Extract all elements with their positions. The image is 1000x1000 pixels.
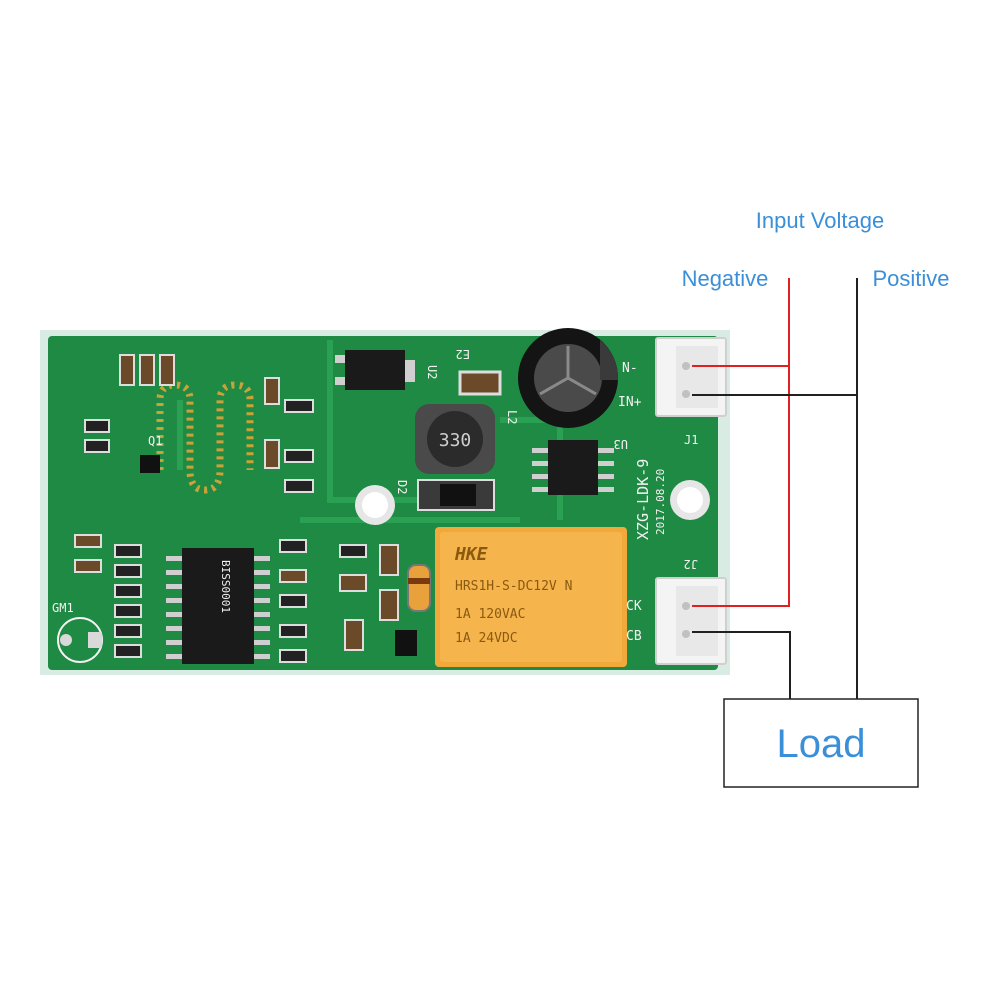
ref-u3: U3 [614, 437, 628, 451]
pir-controller-ic: BISS0001 [166, 548, 270, 664]
ic-u3: U3 [532, 437, 628, 495]
pin-cb-label: CB [626, 629, 642, 644]
ref-u2: U2 [425, 365, 439, 379]
pin-in-label: IN+ [618, 395, 642, 410]
ref-gm1: GM1 [52, 601, 74, 615]
relay-rating-ac: 1A 120VAC [455, 607, 525, 622]
wires [692, 278, 858, 699]
j1-label: J1 [684, 433, 698, 447]
relay-model: HRS1H-S-DC12V N [455, 579, 572, 594]
positive-label: Positive [872, 266, 949, 291]
pin-ck-label: CK [626, 599, 642, 614]
relay: HKE HRS1H-S-DC12V N 1A 120VAC 1A 24VDC [435, 527, 627, 667]
ref-l2: L2 [505, 410, 519, 424]
capacitor-e2: E2 [456, 347, 502, 396]
electrolytic-capacitor [518, 328, 619, 428]
ref-q1: Q1 [148, 434, 162, 448]
pcb-antenna [156, 381, 254, 494]
wire-negative [692, 278, 790, 607]
ref-d2: D2 [395, 480, 409, 494]
diode-small [407, 564, 431, 612]
ic-marking: BISS0001 [219, 560, 232, 613]
regulator-u2: U2 [335, 350, 439, 390]
negative-label: Negative [682, 266, 769, 291]
board-model: XZG-LDK-9 [634, 459, 652, 540]
ref-e2: E2 [456, 347, 470, 361]
load-box [723, 698, 919, 788]
board-date: 2017.08.20 [654, 469, 667, 535]
inductor-l2: 330 L2 [415, 404, 519, 474]
connector-j2: J2 CK CB [626, 557, 727, 665]
relay-rating-dc: 1A 24VDC [455, 631, 518, 646]
load-label: Load [777, 722, 866, 766]
inductor-marking: 330 [439, 430, 472, 451]
diode-d2: D2 [395, 479, 495, 511]
input-voltage-label: Input Voltage [756, 208, 884, 233]
connector-j1: N- IN+ J1 [618, 337, 727, 447]
pcb-board: GM1 [40, 328, 730, 675]
wire-load-return [692, 631, 791, 699]
pin-n-label: N- [622, 361, 638, 376]
j2-label: J2 [684, 557, 698, 571]
relay-brand: HKE [454, 544, 488, 565]
smd-components-left [74, 354, 417, 663]
